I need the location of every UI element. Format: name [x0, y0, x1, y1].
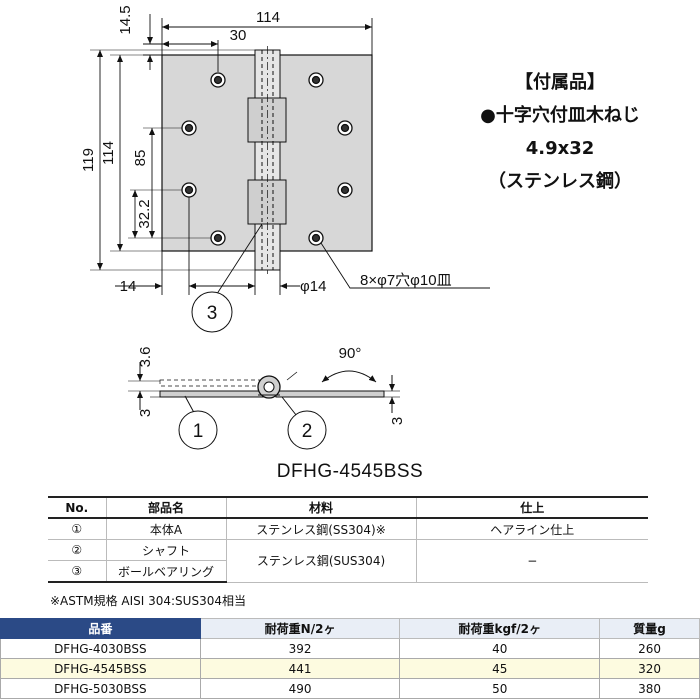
dim-edge: 14 — [120, 278, 137, 295]
part-finish: − — [415, 539, 648, 583]
parts-header-row: No. 部品名 材料 仕上 — [48, 496, 648, 519]
model-number: DFHG-4545BSS — [276, 461, 424, 482]
dim-hole-x: 30 — [230, 27, 247, 44]
part-no: ① — [48, 518, 106, 540]
hinge-drawing: 114 30 14.5 119 114 85 32.2 14 φ14 8×φ7穴… — [80, 5, 490, 450]
table-row: DFHG-4545BSS 441 45 320 — [0, 658, 700, 679]
spec-table: 品番 耐荷重N/2ヶ 耐荷重kgf/2ヶ 質量g DFHG-4030BSS 39… — [0, 618, 700, 699]
callout-2: 2 — [302, 421, 313, 442]
dim-top-offset: 14.5 — [117, 5, 134, 34]
part-no: ③ — [48, 560, 106, 583]
accessory-item: ●十字穴付皿木ねじ — [480, 105, 640, 126]
part-finish: ヘアライン仕上 — [415, 518, 648, 540]
accessory-block: 【付属品】 ●十字穴付皿木ねじ 4.9x32 （ステンレス鋼） — [430, 66, 690, 198]
callout-1: 1 — [193, 421, 204, 442]
accessory-title: 【付属品】 — [515, 72, 605, 93]
spec-mass: 260 — [599, 638, 700, 659]
side-dim-height: 3.6 — [137, 347, 154, 368]
accessory-material: （ステンレス鋼） — [488, 171, 632, 192]
dim-width: 114 — [256, 9, 280, 26]
dim-height-leaf: 114 — [100, 141, 117, 165]
part-name: 本体A — [105, 518, 226, 540]
table-row: ① 本体A ステンレス鋼(SS304)※ ヘアライン仕上 — [48, 518, 648, 540]
spec-header-load-kgf: 耐荷重kgf/2ヶ — [399, 618, 601, 639]
table-row: ② シャフト ステンレス鋼(SUS304) − — [48, 539, 648, 583]
table-row: ③ ボールベアリング — [48, 560, 648, 583]
part-material: ステンレス鋼(SS304)※ — [225, 518, 416, 540]
hole-spec: 8×φ7穴φ10皿 — [360, 272, 452, 289]
side-dim-left-thickness: 3 — [137, 409, 154, 417]
screw-holes — [181, 72, 353, 246]
table-row: DFHG-5030BSS 490 50 380 — [0, 678, 700, 699]
spec-part: DFHG-4545BSS — [0, 658, 201, 679]
callout-3: 3 — [207, 303, 218, 324]
accessory-size: 4.9x32 — [525, 138, 595, 159]
spec-load-n: 392 — [199, 638, 401, 659]
spec-header-mass: 質量g — [599, 618, 700, 639]
spec-mass: 320 — [599, 658, 700, 679]
dim-hole-lower: 32.2 — [136, 199, 153, 228]
spec-load-n: 441 — [199, 658, 401, 679]
side-dim-angle: 90° — [339, 345, 362, 362]
hinge-knuckle — [247, 46, 287, 274]
part-material: ステンレス鋼(SUS304) — [225, 539, 416, 583]
spec-header-row: 品番 耐荷重N/2ヶ 耐荷重kgf/2ヶ 質量g — [0, 618, 700, 639]
parts-header-finish: 仕上 — [415, 496, 648, 519]
table-row: DFHG-4030BSS 392 40 260 — [0, 638, 700, 659]
dim-height-overall: 119 — [80, 148, 97, 172]
material-note: ※ASTM規格 AISI 304:SUS304相当 — [50, 594, 246, 608]
spec-load-kgf: 45 — [399, 658, 601, 679]
spec-mass: 380 — [599, 678, 700, 699]
spec-header-part: 品番 — [0, 618, 201, 639]
part-name: ボールベアリング — [105, 560, 226, 583]
spec-header-load-n: 耐荷重N/2ヶ — [199, 618, 401, 639]
parts-header-no: No. — [48, 496, 106, 519]
part-no: ② — [48, 539, 106, 561]
spec-part: DFHG-4030BSS — [0, 638, 201, 659]
spec-load-kgf: 50 — [399, 678, 601, 699]
dim-knuckle-dia: φ14 — [300, 278, 326, 295]
spec-load-kgf: 40 — [399, 638, 601, 659]
part-name: シャフト — [105, 539, 226, 561]
parts-header-material: 材料 — [225, 496, 416, 519]
spec-load-n: 490 — [199, 678, 401, 699]
parts-header-name: 部品名 — [105, 496, 226, 519]
spec-part: DFHG-5030BSS — [0, 678, 201, 699]
dim-hole-pitch: 85 — [132, 150, 149, 167]
parts-table: No. 部品名 材料 仕上 ① 本体A ステンレス鋼(SS304)※ ヘアライン… — [48, 496, 648, 583]
side-dim-right-thickness: 3 — [389, 417, 406, 425]
